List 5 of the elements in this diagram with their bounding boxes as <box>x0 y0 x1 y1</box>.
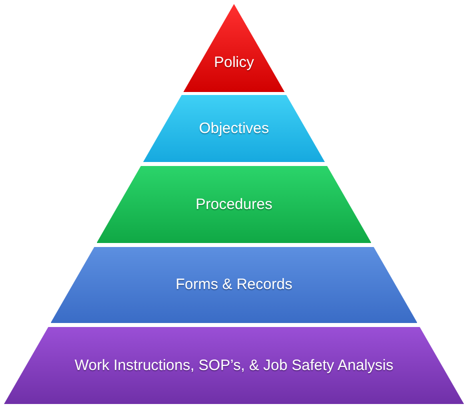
tier-label: Policy <box>214 53 254 73</box>
tier-label: Procedures <box>196 194 272 214</box>
tier-label: Work Instructions, SOP’s, & Job Safety Analysis <box>74 356 394 376</box>
tier-label: Forms & Records <box>176 275 292 295</box>
tier-label: Objectives <box>198 118 269 138</box>
